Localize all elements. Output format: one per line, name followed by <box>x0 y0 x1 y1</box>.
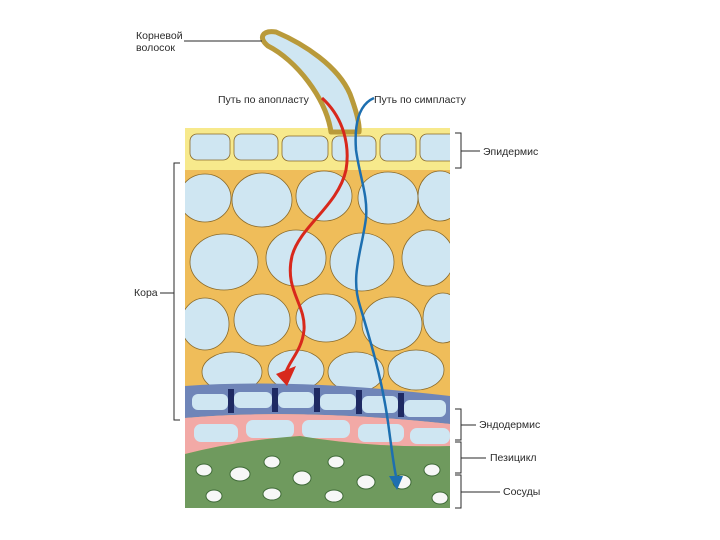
endodermis-label: Эндодермис <box>479 419 540 431</box>
root-hair-label-line-2: волосок <box>136 42 183 54</box>
pericycle-label: Пезицикл <box>490 452 537 464</box>
vessels-label: Сосуды <box>503 486 540 498</box>
vessel-tissue <box>185 436 450 508</box>
epidermis-label: Эпидермис <box>483 146 538 158</box>
epidermis-layer <box>185 128 460 170</box>
root-hair-label-line-1: Корневой <box>136 30 183 42</box>
root-hair-label: Корневой волосок <box>136 30 183 54</box>
apoplast-path-label: Путь по апопласту <box>218 94 309 106</box>
root-hair <box>262 32 359 132</box>
cortex-label: Кора <box>134 287 158 299</box>
symplast-path-label: Путь по симпласту <box>374 94 466 106</box>
